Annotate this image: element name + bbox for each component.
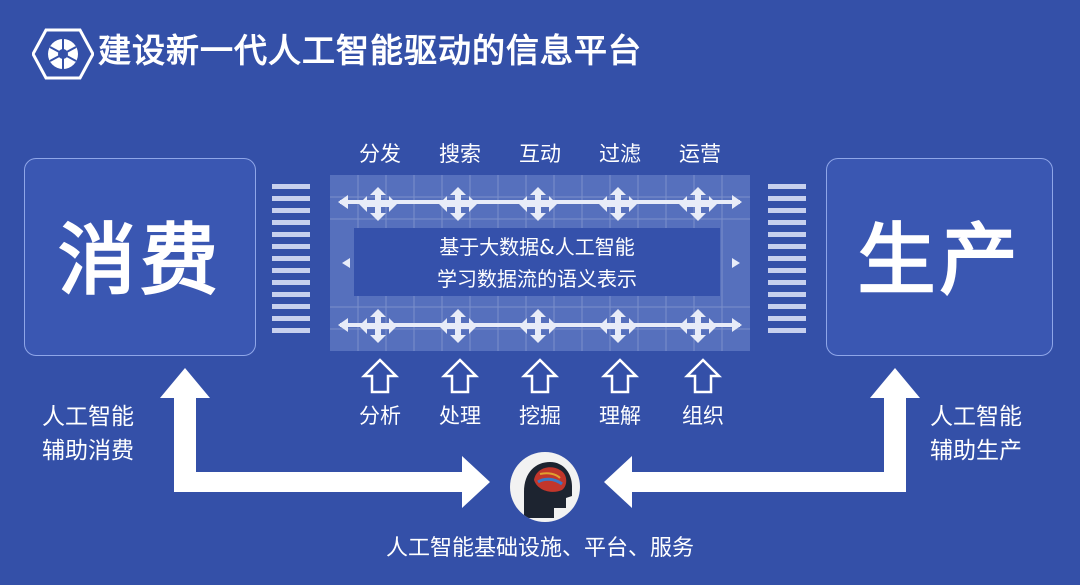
ai-assist-consume: 人工智能 辅助消费 xyxy=(42,400,134,468)
label-analyze: 分析 xyxy=(359,404,401,428)
label-filter: 过滤 xyxy=(599,142,641,166)
ai-assist-produce: 人工智能 辅助生产 xyxy=(930,400,1022,468)
label-search: 搜索 xyxy=(439,142,481,166)
label-distribute: 分发 xyxy=(359,142,401,166)
consume-label: 消费 xyxy=(57,216,222,306)
center-text-line1: 基于大数据&人工智能 xyxy=(439,235,635,259)
brain-head-icon xyxy=(510,452,580,522)
label-organize: 组织 xyxy=(682,404,724,428)
label-mine: 挖掘 xyxy=(519,404,561,428)
ai-assist-consume-line1: 人工智能 xyxy=(42,404,134,430)
label-process: 处理 xyxy=(439,404,481,428)
label-operate: 运营 xyxy=(679,142,721,166)
ai-assist-produce-line1: 人工智能 xyxy=(930,404,1022,430)
ai-assist-consume-line2: 辅助消费 xyxy=(42,438,134,464)
logo-icon xyxy=(32,28,94,80)
center-text-line2: 学习数据流的语义表示 xyxy=(437,267,637,291)
striped-arrows-left xyxy=(272,184,310,333)
page-title: 建设新一代人工智能驱动的信息平台 xyxy=(98,31,642,70)
label-understand: 理解 xyxy=(599,404,641,428)
produce-label: 生产 xyxy=(857,216,1022,306)
label-interact: 互动 xyxy=(519,142,561,166)
striped-arrows-right xyxy=(768,184,806,333)
footer-caption: 人工智能基础设施、平台、服务 xyxy=(385,536,694,561)
produce-box xyxy=(826,158,1053,356)
ai-assist-produce-line2: 辅助生产 xyxy=(930,438,1022,464)
center-box xyxy=(354,228,720,296)
consume-box xyxy=(24,158,256,356)
